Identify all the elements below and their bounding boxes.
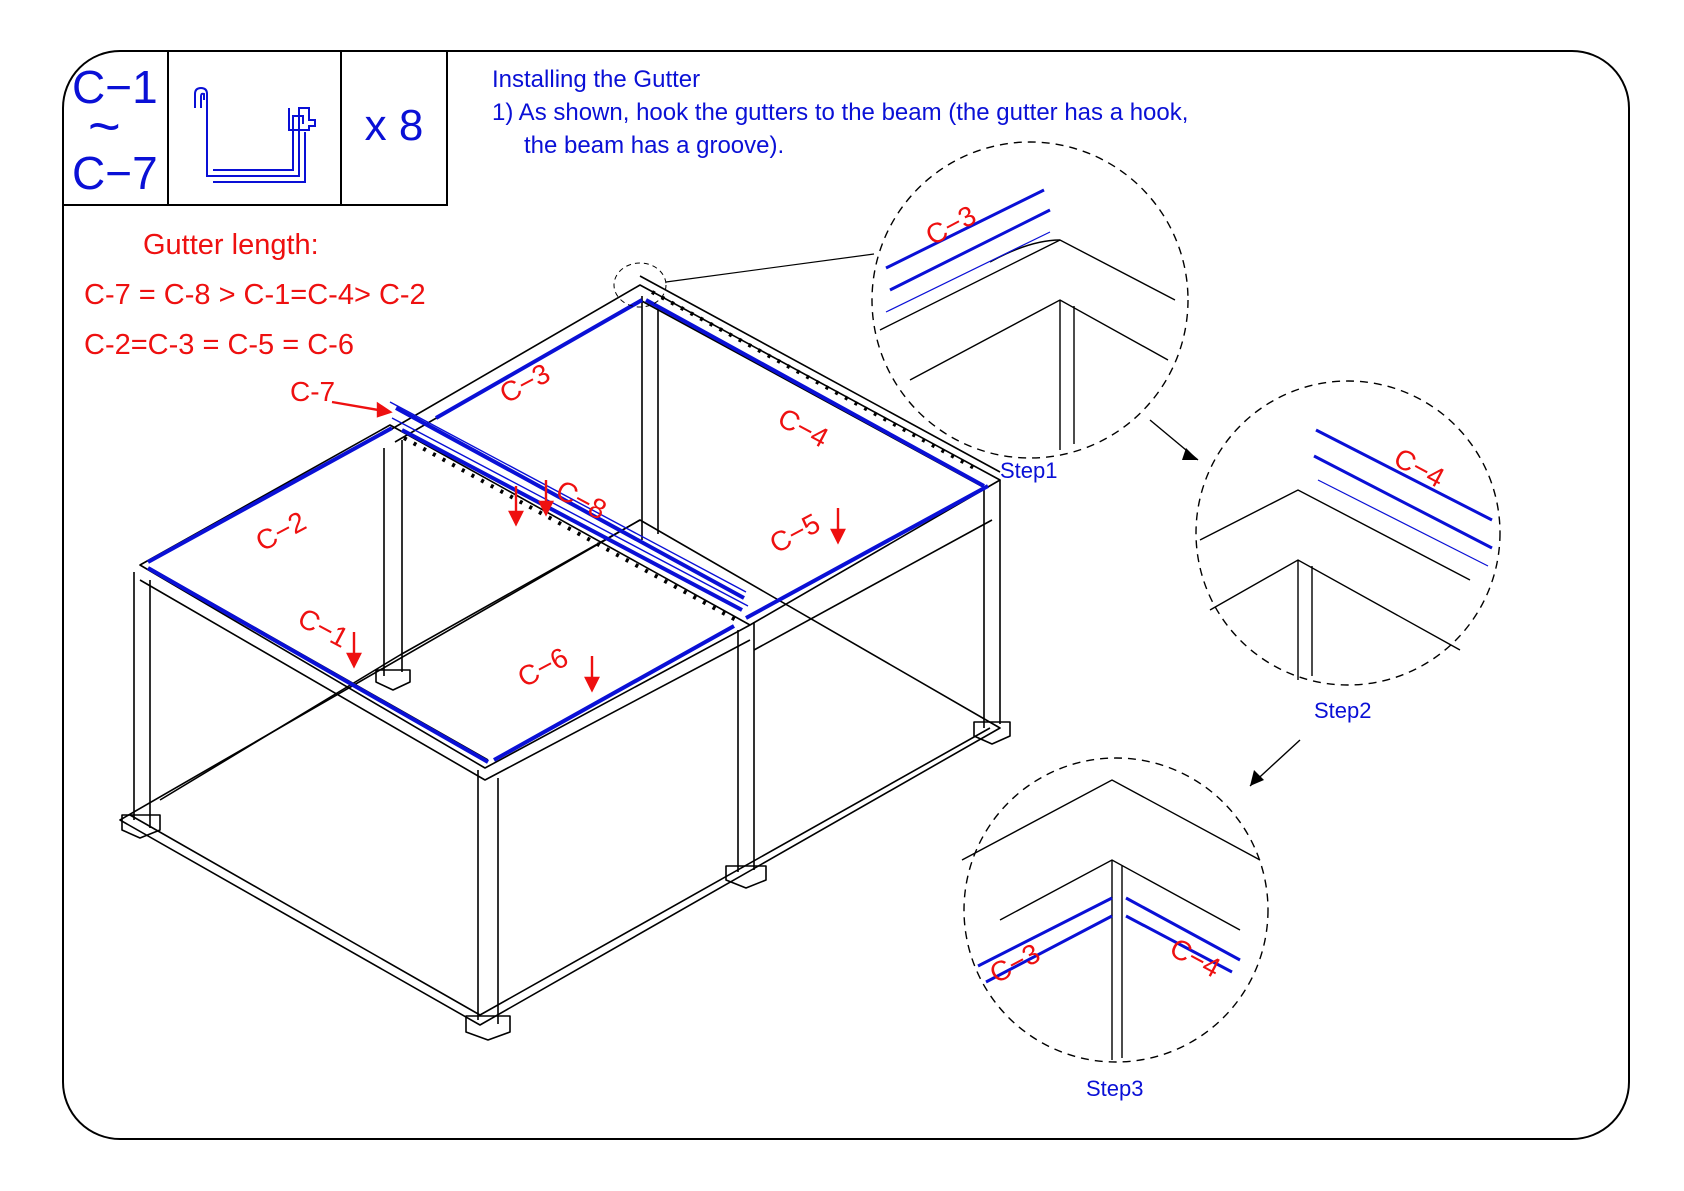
post-front-mid — [478, 770, 498, 1024]
label-c7: C-7 — [290, 376, 335, 408]
detail-circle-step3 — [964, 758, 1268, 1062]
post-back-left — [642, 296, 658, 540]
step2-caption: Step2 — [1314, 698, 1372, 724]
detail-circle-step1 — [872, 142, 1188, 458]
step3-caption: Step3 — [1086, 1076, 1144, 1102]
detail-circle-step2 — [1196, 381, 1500, 685]
gutter-c6 — [494, 626, 734, 760]
gutter-c1 — [148, 568, 488, 762]
post-front-left — [134, 572, 150, 828]
gutter-c4 — [646, 300, 984, 486]
post-right-mid — [738, 622, 754, 872]
step1-caption: Step1 — [1000, 458, 1058, 484]
post-right-back — [984, 480, 1000, 728]
gutter-c8 — [402, 430, 742, 610]
base-outline — [120, 520, 1000, 1025]
post-inner — [384, 440, 402, 676]
